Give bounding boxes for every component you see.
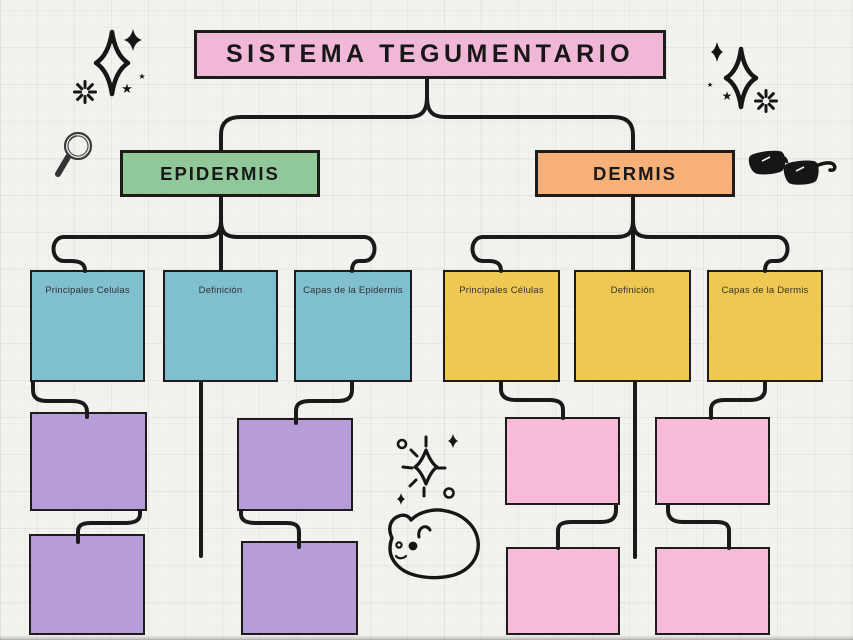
glasses-icon [748, 150, 837, 185]
star-icon: ★ [138, 72, 145, 81]
note-box-pink-3 [506, 547, 620, 635]
topic-label: Definición [610, 285, 655, 296]
topic-box-dermis-capas: Capas de la Dermis [707, 270, 823, 382]
note-box-purple-3 [237, 418, 353, 511]
branch-label-epidermis: EPIDERMIS [160, 162, 280, 184]
topic-box-epidermis-principales-celulas: Principales Celulas [30, 270, 145, 382]
burst-icon [754, 89, 778, 113]
burst-icon [73, 80, 97, 104]
note-box-pink-2 [655, 417, 770, 505]
star-icon: ★ [707, 81, 713, 89]
note-box-pink-4 [655, 547, 770, 635]
topic-label: Definición [198, 285, 243, 296]
topic-label: Principales Células [459, 285, 544, 296]
hamster-icon [388, 508, 480, 580]
topic-label: Capas de la Epidermis [303, 285, 403, 296]
note-box-pink-1 [505, 417, 620, 505]
star-icon: ★ [722, 89, 733, 103]
page-edge-shadow [0, 635, 853, 640]
note-box-purple-4 [241, 541, 358, 635]
branch-box-dermis: DERMIS [535, 150, 735, 197]
magnifier-icon [55, 131, 93, 177]
topic-label: Principales Celulas [45, 285, 130, 296]
topic-box-epidermis-definicion: Definición [163, 270, 278, 382]
note-box-purple-1 [30, 412, 147, 511]
topic-box-dermis-principales-celulas: Principales Células [443, 270, 560, 382]
page-title: SISTEMA TEGUMENTARIO [225, 40, 635, 68]
sparkle-burst-icon [396, 434, 458, 505]
topic-box-dermis-definicion: Definición [574, 270, 691, 382]
title-box: SISTEMA TEGUMENTARIO [194, 30, 666, 79]
topic-box-epidermis-capas: Capas de la Epidermis [294, 270, 412, 382]
branch-box-epidermis: EPIDERMIS [120, 150, 320, 197]
star-icon: ★ [121, 81, 133, 96]
topic-label: Capas de la Dermis [721, 285, 809, 296]
note-box-purple-2 [29, 534, 145, 635]
sparkle-cluster-right-icon: ★ ★ [707, 42, 778, 113]
sparkle-cluster-left-icon: ★ ★ [73, 29, 146, 104]
branch-label-dermis: DERMIS [593, 162, 677, 184]
